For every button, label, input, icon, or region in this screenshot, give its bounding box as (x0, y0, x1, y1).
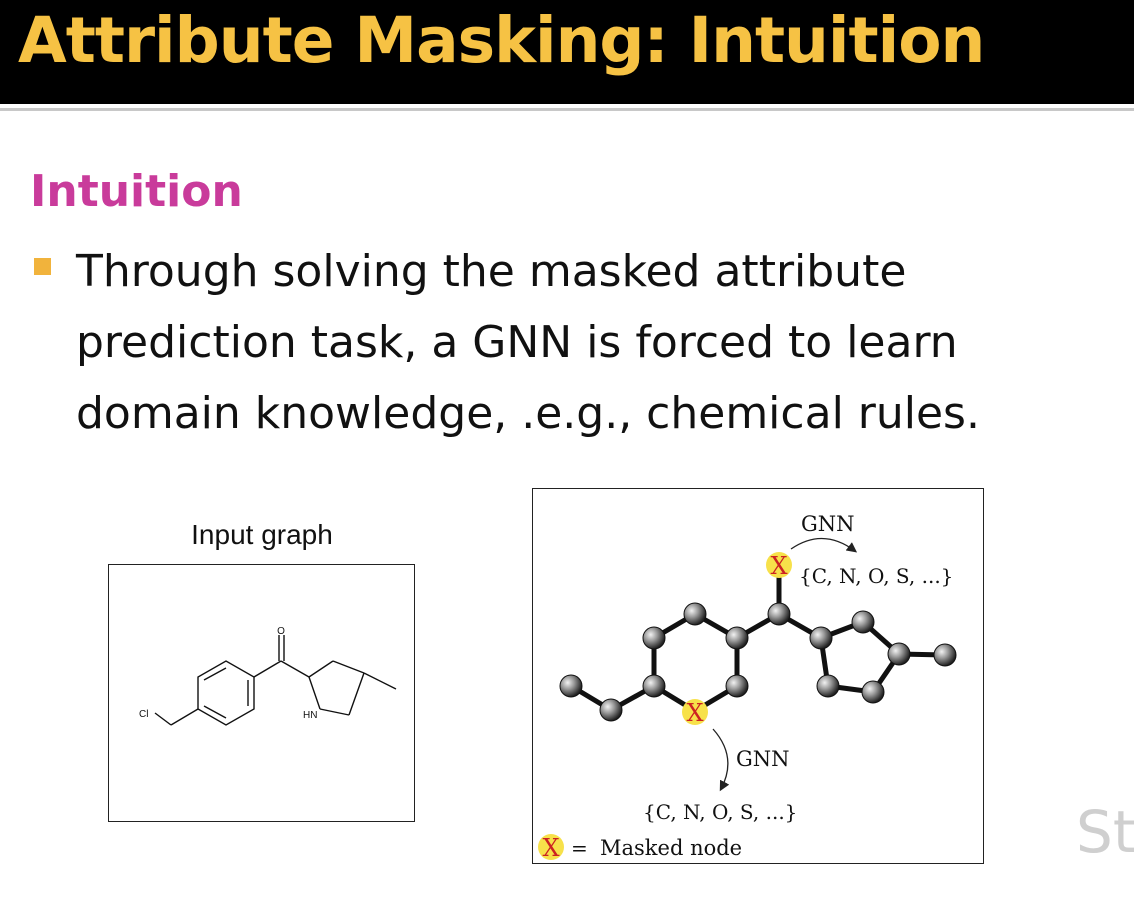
atom-node (725, 626, 749, 650)
atom-node (767, 602, 791, 626)
atom-cl-label: Cl (139, 709, 148, 720)
mask-x-bottom: X (686, 699, 703, 727)
mask-x-top: X (770, 552, 787, 580)
atom-node (861, 680, 885, 704)
atom-o-label: O (277, 626, 285, 637)
masked-molecule-diagram: X X GNN {C, N, O, S, ...} GNN {C, N, O, … (538, 512, 957, 862)
bullet-text: Through solving the masked attribute pre… (76, 246, 980, 439)
atom-node (933, 643, 957, 667)
legend-equals: = (571, 836, 588, 860)
atom-node (809, 626, 833, 650)
bullet-marker (34, 258, 51, 275)
gnn-arrow-bottom (712, 728, 730, 792)
input-molecule-diagram: O Cl HN (139, 626, 397, 726)
section-heading: Intuition (30, 166, 243, 217)
masked-node-top: X (766, 552, 792, 580)
input-graph-figure: O Cl HN (108, 564, 415, 822)
atom-node (887, 642, 911, 666)
atom-node (642, 626, 666, 650)
masked-node-bottom: X (682, 699, 708, 727)
masked-graph-figure: X X GNN {C, N, O, S, ...} GNN {C, N, O, … (532, 488, 984, 864)
legend: X = Masked node (538, 834, 742, 862)
atom-hn-label: HN (303, 710, 317, 721)
atom-node (851, 610, 875, 634)
gnn-label-bottom: GNN (736, 747, 790, 771)
legend-text: Masked node (600, 836, 742, 860)
legend-mask-swatch (538, 834, 564, 860)
gnn-set-bottom: {C, N, O, S, ...} (643, 800, 797, 824)
gnn-set-top: {C, N, O, S, ...} (799, 564, 953, 588)
input-graph-caption: Input graph (191, 519, 333, 550)
gnn-label-top: GNN (801, 512, 855, 536)
atom-node (599, 698, 623, 722)
slide-title: Attribute Masking: Intuition (18, 4, 985, 77)
atom-node (559, 674, 583, 698)
title-divider (0, 108, 1134, 111)
gnn-arrow-top (790, 537, 858, 553)
atom-node (816, 674, 840, 698)
atom-node (642, 674, 666, 698)
atom-node (725, 674, 749, 698)
legend-mask-x: X (542, 834, 559, 862)
watermark: Sta (1076, 798, 1134, 866)
title-bar: Attribute Masking: Intuition (0, 0, 1134, 104)
atom-node (683, 602, 707, 626)
